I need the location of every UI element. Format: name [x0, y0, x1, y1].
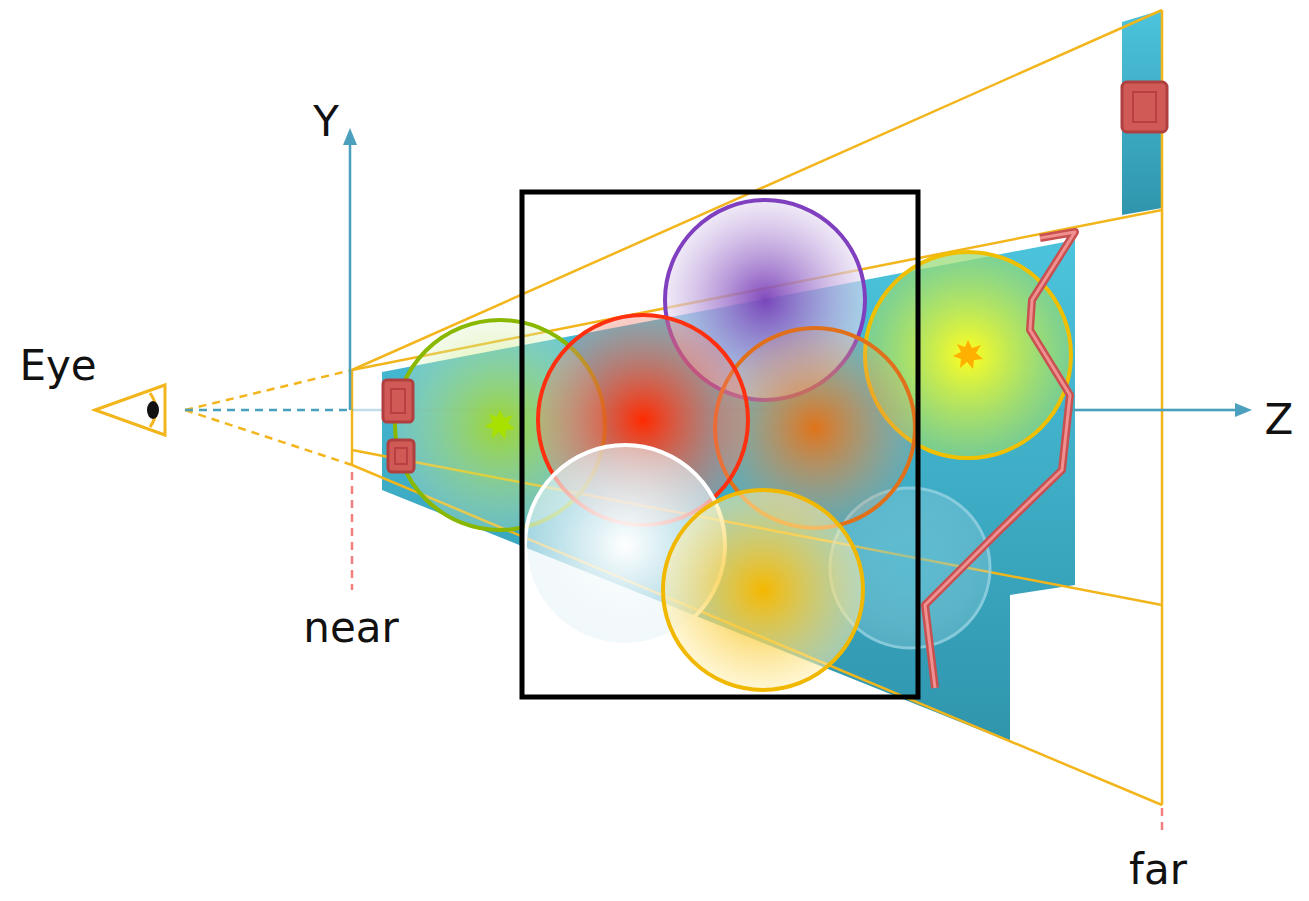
plane-label: near	[303, 605, 398, 651]
eye-label: Eye	[19, 343, 96, 389]
axis-label: Z	[1265, 397, 1294, 443]
axis-label: Y	[313, 99, 339, 145]
plane-label: far	[1129, 847, 1187, 893]
